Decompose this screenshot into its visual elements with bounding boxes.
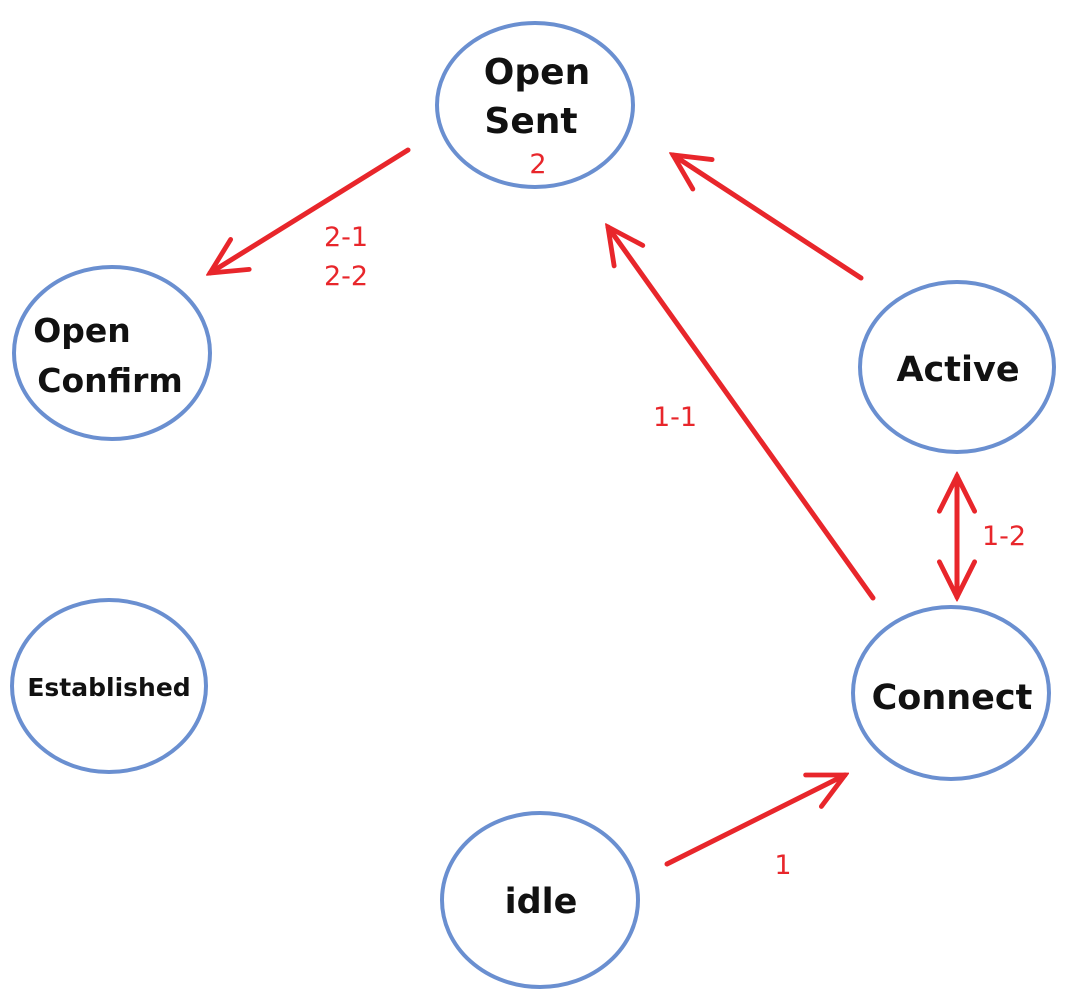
state-active-label: Active [896,350,1019,390]
state-idle: idle [440,811,640,989]
state-connect-label: Connect [872,678,1033,718]
edge-open-sent-to-open-confirm [210,147,411,273]
edge-label-1-1: 1-1 [653,402,697,433]
edge-label-1-2: 1-2 [982,521,1026,552]
state-open-confirm-line1: Open [33,311,131,350]
edge-label-2-2: 2-2 [324,261,368,292]
state-established-label: Established [27,673,190,702]
state-idle-label: idle [505,882,578,922]
state-open-confirm-line2: Confirm [37,361,183,400]
state-established: Established [10,598,208,774]
state-open-sent: Open Sent 2 [435,21,635,189]
edge-idle-to-connect [664,772,845,867]
edge-label-1: 1 [774,850,791,881]
state-open-sent-line1: Open [484,52,590,93]
state-open-sent-line2: Sent [484,101,577,142]
state-active: Active [858,280,1056,454]
state-open-sent-number: 2 [529,149,546,180]
edge-active-to-open-sent [673,155,864,281]
state-open-confirm: Open Confirm [12,265,212,441]
edge-label-2-1: 2-1 [324,222,368,253]
edge-connect-to-open-sent [608,227,876,601]
state-connect: Connect [851,605,1051,781]
